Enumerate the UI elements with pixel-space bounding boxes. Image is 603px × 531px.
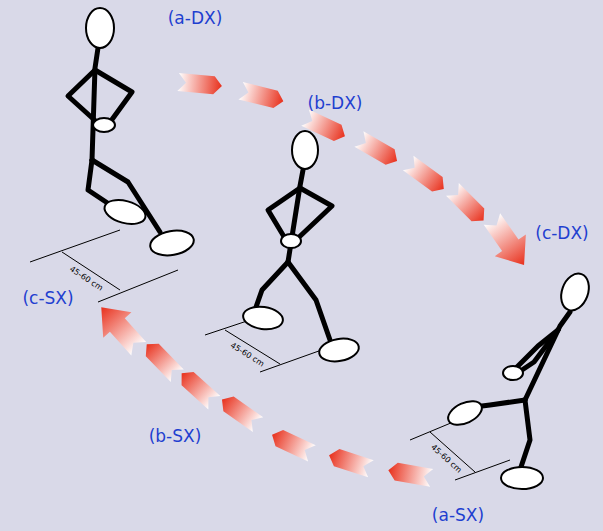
dimension-label: 45-60 cm (429, 443, 463, 474)
step-label: (b-SX) (149, 428, 202, 445)
cycle-arrow-top (177, 73, 539, 276)
step-label: (c-DX) (535, 225, 588, 242)
step-label: (c-SX) (22, 290, 73, 307)
step-label: (b-DX) (308, 95, 363, 112)
walker-a (68, 8, 196, 259)
cycle-arrow-bottom (87, 294, 433, 486)
dimension-label: 45-60 cm (229, 342, 265, 369)
dimension-lines (30, 230, 510, 480)
walker-c (444, 270, 593, 489)
step-label: (a-SX) (432, 507, 484, 524)
step-label: (a-DX) (168, 10, 223, 27)
walker-b (242, 131, 361, 364)
